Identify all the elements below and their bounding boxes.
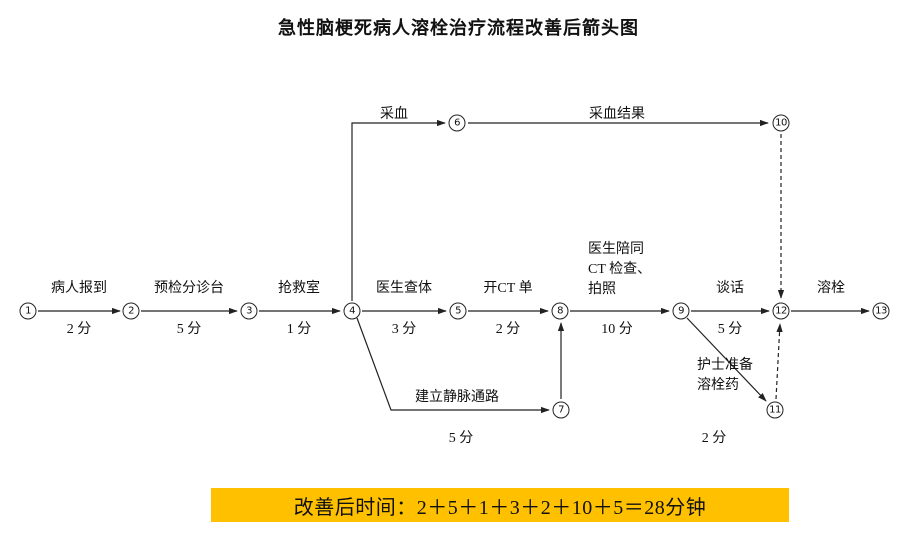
edge-label-talk: 谈话 (716, 281, 744, 296)
edge-label-ct-order: 开CT 单 (483, 281, 533, 296)
edge-label-iv-access: 建立静脉通路 (415, 390, 499, 405)
edge-time-triage-desk: 5 分 (176, 322, 202, 337)
edge-label-nurse-prepare-line2: 溶栓药 (697, 378, 739, 393)
summary-banner-text: 改善后时间：2＋5＋1＋3＋2＋10＋5＝28分钟 (293, 496, 707, 519)
arrow-4-7 (356, 317, 550, 414)
edge-label-ct-accompany-line3: 拍照 (588, 282, 616, 297)
node-10: 10 (772, 114, 790, 132)
edge-label-blood-draw-result: 采血结果 (589, 107, 645, 122)
edge-label-patient-report: 病人报到 (51, 281, 107, 296)
edge-time-nurse-prepare: 2 分 (701, 431, 727, 446)
edge-time-ct-order: 2 分 (495, 322, 521, 337)
arrow-11-12-dashed (775, 323, 783, 400)
edge-time-ct-accompany: 10 分 (601, 322, 633, 337)
edge-label-blood-draw: 采血 (380, 107, 408, 122)
edge-time-doctor-exam: 3 分 (391, 322, 417, 337)
page-title: 急性脑梗死病人溶栓治疗流程改善后箭头图 (278, 18, 639, 38)
edge-label-thrombolysis: 溶栓 (817, 281, 845, 296)
node-6: 6 (448, 114, 466, 132)
arrow-9-11 (686, 317, 767, 402)
edge-label-ct-accompany-line1: 医生陪同 (588, 242, 644, 257)
summary-banner: 改善后时间：2＋5＋1＋3＋2＋10＋5＝28分钟 (211, 488, 789, 522)
edge-label-nurse-prepare-line1: 护士准备 (697, 358, 753, 373)
edge-label-emergency-room: 抢救室 (278, 281, 320, 296)
node-1: 1 (19, 302, 37, 320)
node-4: 4 (343, 302, 361, 320)
arrow-4-6 (351, 119, 446, 301)
edge-label-doctor-exam: 医生查体 (376, 281, 432, 296)
edge-time-patient-report: 2 分 (66, 322, 92, 337)
node-7: 7 (552, 401, 570, 419)
node-8: 8 (551, 302, 569, 320)
node-3: 3 (240, 302, 258, 320)
edge-label-ct-accompany-line2: CT 检查、 (588, 262, 652, 277)
node-5: 5 (449, 302, 467, 320)
node-9: 9 (672, 302, 690, 320)
edge-label-ct-accompany: 医生陪同 CT 检查、 拍照 (588, 240, 651, 300)
node-2: 2 (122, 302, 140, 320)
edge-time-iv-access: 5 分 (448, 431, 474, 446)
node-12: 12 (772, 302, 790, 320)
edge-label-triage-desk: 预检分诊台 (154, 281, 224, 296)
edge-time-talk: 5 分 (717, 322, 743, 337)
node-13: 13 (872, 302, 890, 320)
edge-label-nurse-prepare: 护士准备 溶栓药 (697, 356, 753, 396)
edge-time-emergency-room: 1 分 (286, 322, 312, 337)
node-11: 11 (766, 401, 784, 419)
